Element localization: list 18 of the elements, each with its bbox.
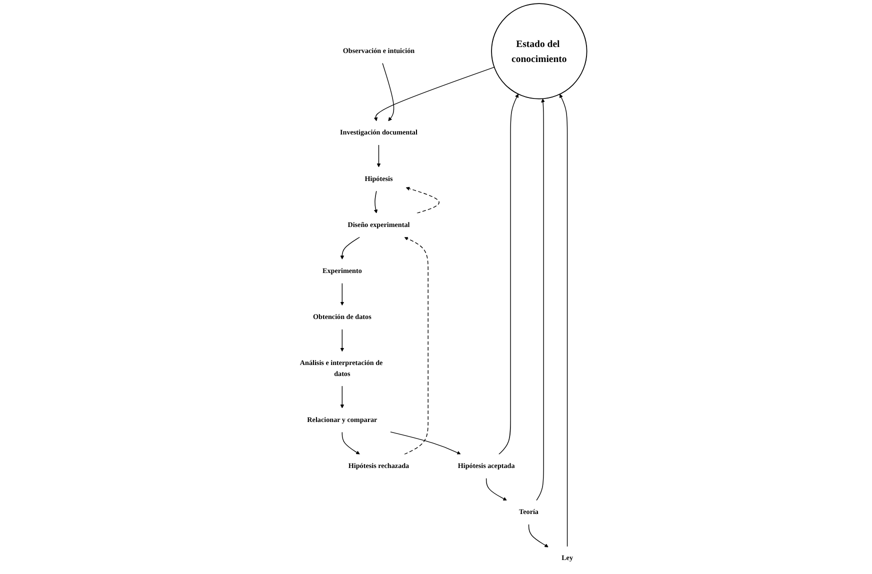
arrow [486, 478, 508, 501]
arrow [390, 432, 462, 455]
arrow [498, 94, 519, 455]
arrow [536, 98, 546, 501]
arrow [404, 236, 429, 455]
arrow [340, 282, 344, 306]
arrow [340, 328, 344, 352]
arrow [528, 524, 549, 548]
node-circle: Estado del conocimiento [491, 3, 588, 100]
arrow [340, 386, 344, 408]
arrow [406, 186, 440, 214]
arrow [560, 94, 568, 547]
arrow [342, 432, 360, 454]
arrow [374, 190, 378, 214]
arrow [377, 144, 381, 168]
arrow [382, 62, 394, 122]
arrow [374, 66, 495, 122]
arrow [340, 236, 360, 260]
